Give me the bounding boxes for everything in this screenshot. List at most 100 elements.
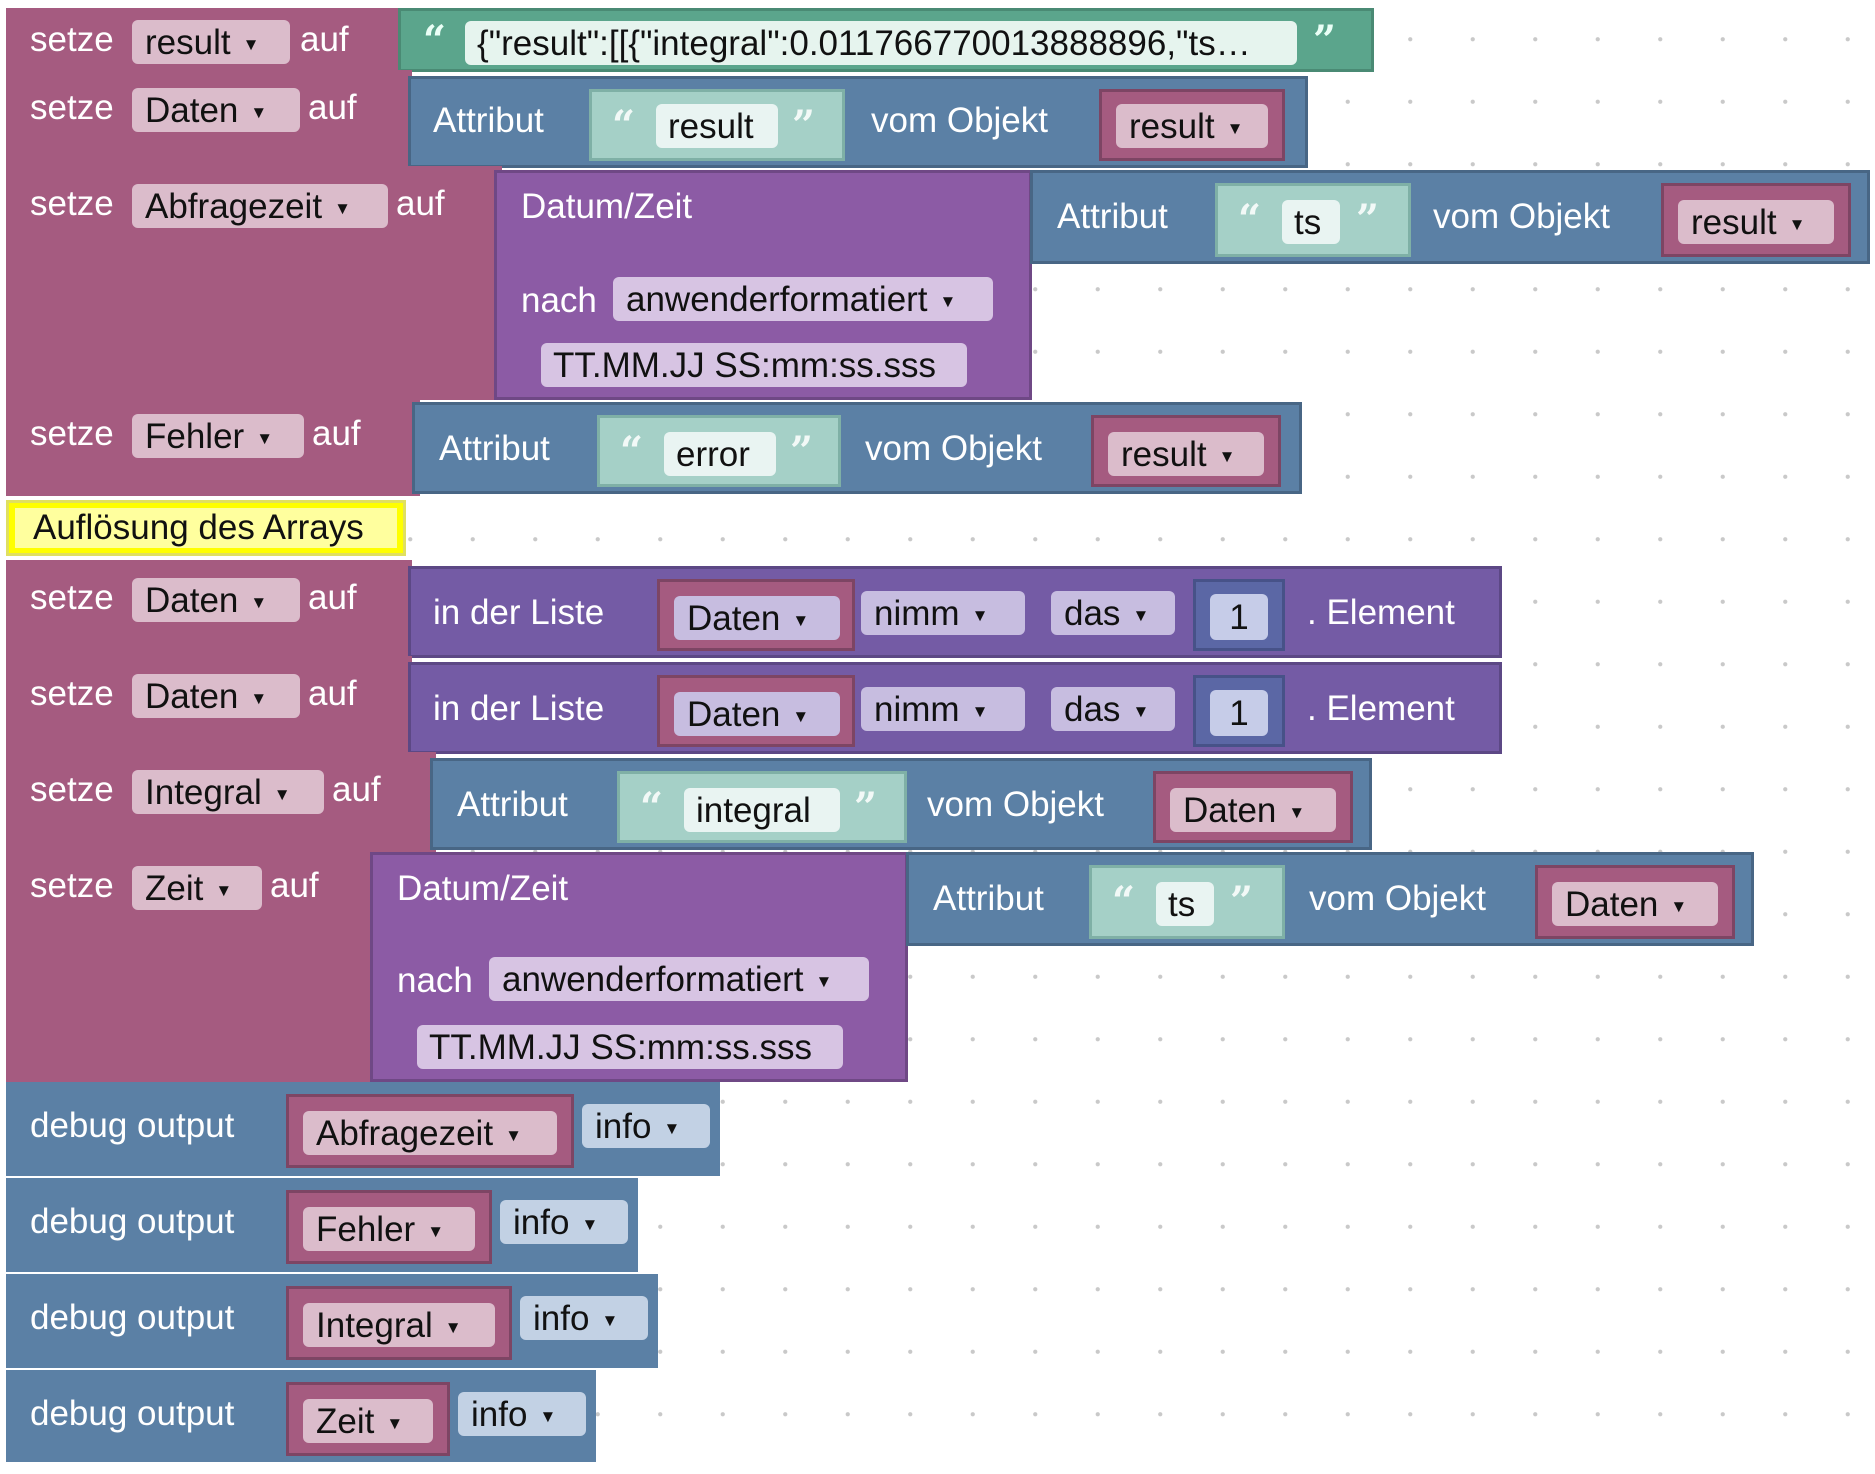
datetime-format-block[interactable]: Datum/Zeit nach anwenderformatiert▼ TT.M… (494, 170, 1032, 400)
object-attribute-block[interactable]: Attribut “ ts ” vom Objekt Daten▼ (906, 852, 1754, 946)
variable-dropdown-daten[interactable]: Daten▼ (1552, 882, 1718, 926)
variable-dropdown-daten[interactable]: Daten▼ (1170, 788, 1336, 832)
variable-dropdown-result[interactable]: result▼ (132, 20, 290, 64)
text-field[interactable]: result (656, 104, 778, 148)
variable-block-daten[interactable]: Daten▼ (1535, 865, 1735, 939)
variable-dropdown-daten[interactable]: Daten▼ (132, 578, 300, 622)
text-block-result[interactable]: “ result ” (589, 89, 845, 161)
log-level-label: info (471, 1394, 528, 1434)
set-fehler-block[interactable]: setze Fehler▼ auf (6, 396, 420, 496)
variable-dropdown-result[interactable]: result▼ (1678, 200, 1834, 244)
debug-output-block[interactable]: debug output Integral▼ info▼ (6, 1274, 658, 1368)
variable-dropdown-daten[interactable]: Daten▼ (674, 596, 840, 640)
in-list-keyword: in der Liste (433, 689, 605, 728)
debug-output-block[interactable]: debug output Abfragezeit▼ info▼ (6, 1082, 720, 1176)
text-block-error[interactable]: “ error ” (597, 415, 841, 487)
variable-dropdown-daten[interactable]: Daten▼ (132, 674, 300, 718)
json-text-field[interactable]: {"result":[[{"integral":0.01176677001388… (465, 21, 1297, 65)
variable-block-fehler[interactable]: Fehler▼ (286, 1190, 492, 1264)
variable-dropdown-integral[interactable]: Integral▼ (132, 770, 324, 814)
text-block-integral[interactable]: “ integral ” (617, 771, 907, 843)
variable-block-daten[interactable]: Daten▼ (657, 675, 855, 747)
datetime-format-block[interactable]: Datum/Zeit nach anwenderformatiert▼ TT.M… (370, 852, 908, 1082)
variable-dropdown-daten[interactable]: Daten▼ (674, 692, 840, 736)
list-mode-dropdown[interactable]: nimm▼ (861, 687, 1025, 731)
variable-dropdown-fehler[interactable]: Fehler▼ (132, 414, 304, 458)
list-where-dropdown[interactable]: das▼ (1051, 687, 1175, 731)
number-block[interactable]: 1 (1193, 675, 1285, 747)
variable-dropdown-zeit[interactable]: Zeit▼ (132, 866, 262, 910)
attribute-keyword: Attribut (933, 879, 1044, 918)
element-keyword: . Element (1307, 593, 1455, 632)
to-keyword: auf (312, 414, 361, 453)
log-level-dropdown[interactable]: info ▼ (458, 1392, 586, 1436)
number-field[interactable]: 1 (1210, 594, 1268, 640)
close-quote-icon: ” (1230, 878, 1254, 925)
text-value: ts (1168, 884, 1196, 924)
format-pattern-field[interactable]: TT.MM.JJ SS:mm:ss.sss (541, 343, 967, 387)
variable-dropdown-integral[interactable]: Integral▼ (303, 1303, 495, 1347)
text-field[interactable]: ts (1156, 882, 1214, 926)
variable-dropdown-zeit[interactable]: Zeit▼ (303, 1399, 433, 1443)
format-pattern-field[interactable]: TT.MM.JJ SS:mm:ss.sss (417, 1025, 843, 1069)
text-value: ts (1294, 202, 1322, 242)
format-dropdown[interactable]: anwenderformatiert▼ (489, 957, 869, 1001)
object-attribute-block[interactable]: Attribut “ ts ” vom Objekt result▼ (1030, 170, 1870, 264)
debug-output-block[interactable]: debug output Zeit▼ info▼ (6, 1370, 596, 1462)
variable-dropdown-daten[interactable]: Daten▼ (132, 88, 300, 132)
variable-block-result[interactable]: result▼ (1091, 415, 1281, 487)
format-dropdown[interactable]: anwenderformatiert▼ (613, 277, 993, 321)
variable-label: result (1121, 434, 1207, 474)
chevron-down-icon: ▼ (273, 784, 291, 804)
object-attribute-block[interactable]: Attribut “ result ” vom Objekt result▼ (408, 76, 1308, 168)
text-block-ts[interactable]: “ ts ” (1215, 183, 1411, 257)
text-field[interactable]: error (664, 432, 776, 476)
set-abfragezeit-block[interactable]: setze Abfragezeit▼ auf (6, 166, 502, 400)
json-text-block[interactable]: “ {"result":[[{"integral":0.011766770013… (398, 8, 1374, 72)
variable-dropdown-result[interactable]: result▼ (1116, 104, 1268, 148)
chevron-down-icon: ▼ (815, 971, 833, 991)
comment-block[interactable]: Auflösung des Arrays (6, 500, 406, 556)
object-attribute-block[interactable]: Attribut “ integral ” vom Objekt Daten▼ (430, 758, 1372, 850)
set-daten-block[interactable]: setze Daten▼ auf (6, 656, 412, 756)
list-get-block[interactable]: in der Liste Daten▼ nimm▼ das▼ 1 . Eleme… (408, 566, 1502, 658)
log-level-dropdown[interactable]: info▼ (520, 1296, 648, 1340)
variable-block-zeit[interactable]: Zeit▼ (286, 1382, 450, 1456)
chevron-down-icon: ▼ (1288, 802, 1306, 822)
set-result-block[interactable]: setze result▼ auf (6, 8, 402, 74)
variable-dropdown-abfragezeit[interactable]: Abfragezeit▼ (132, 184, 388, 228)
chevron-down-icon: ▼ (539, 1406, 557, 1426)
variable-dropdown-result[interactable]: result▼ (1108, 432, 1264, 476)
set-zeit-block[interactable]: setze Zeit▼ auf (6, 848, 376, 1082)
variable-block-abfragezeit[interactable]: Abfragezeit▼ (286, 1094, 574, 1168)
to-keyword: auf (308, 88, 357, 127)
chevron-down-icon: ▼ (1132, 605, 1150, 625)
log-level-dropdown[interactable]: info▼ (500, 1200, 628, 1244)
variable-dropdown-abfragezeit[interactable]: Abfragezeit▼ (303, 1111, 557, 1155)
list-where-label: das (1064, 593, 1121, 633)
list-get-block[interactable]: in der Liste Daten▼ nimm▼ das▼ 1 . Eleme… (408, 662, 1502, 754)
list-mode-label: nimm (874, 593, 960, 633)
log-level-dropdown[interactable]: info▼ (582, 1104, 710, 1148)
list-mode-dropdown[interactable]: nimm▼ (861, 591, 1025, 635)
set-integral-block[interactable]: setze Integral▼ auf (6, 752, 436, 852)
number-block[interactable]: 1 (1193, 579, 1285, 651)
set-daten-block[interactable]: setze Daten▼ auf (6, 560, 412, 660)
text-block-ts[interactable]: “ ts ” (1089, 865, 1285, 939)
variable-block-daten[interactable]: Daten▼ (1153, 771, 1353, 843)
variable-block-result[interactable]: result▼ (1099, 89, 1285, 161)
set-keyword: setze (30, 20, 114, 59)
debug-output-block[interactable]: debug output Fehler▼ info▼ (6, 1178, 638, 1272)
text-field[interactable]: integral (684, 788, 840, 832)
variable-block-daten[interactable]: Daten▼ (657, 579, 855, 651)
variable-label: Daten (145, 90, 239, 130)
variable-dropdown-fehler[interactable]: Fehler▼ (303, 1207, 475, 1251)
set-daten-block[interactable]: setze Daten▼ auf (6, 70, 412, 170)
variable-block-integral[interactable]: Integral▼ (286, 1286, 512, 1360)
text-field[interactable]: ts (1282, 200, 1340, 244)
variable-block-result[interactable]: result▼ (1661, 183, 1851, 257)
object-attribute-block[interactable]: Attribut “ error ” vom Objekt result▼ (412, 402, 1302, 494)
list-where-dropdown[interactable]: das ▼ (1051, 591, 1175, 635)
number-field[interactable]: 1 (1210, 690, 1268, 736)
